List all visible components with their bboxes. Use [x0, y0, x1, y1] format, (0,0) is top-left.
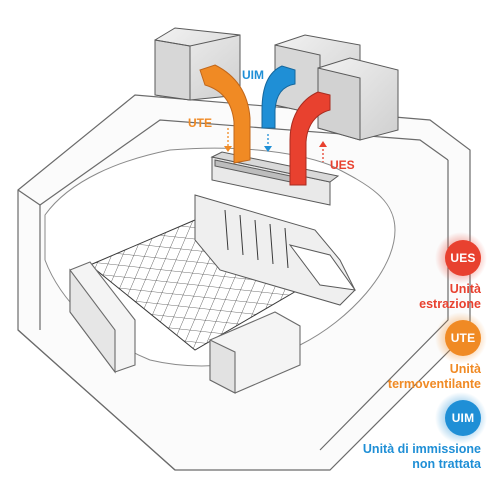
- uim-description-line2: non trattata: [412, 457, 481, 471]
- cooking-line: [194, 194, 357, 306]
- ute-description: Unità termoventilante: [388, 362, 481, 392]
- ute-duct: [199, 64, 251, 164]
- ues-description-line1: Unità: [449, 282, 481, 296]
- ute-arrowhead: [224, 146, 232, 152]
- ute-description-line1: Unità: [449, 362, 481, 376]
- ute-description-line2: termoventilante: [387, 377, 481, 391]
- uim-description-line1: Unità di immissione: [362, 442, 481, 456]
- uim-duct: [261, 65, 296, 129]
- uim-badge: UIM: [445, 400, 481, 436]
- legend-ute: UTE Unità termoventilante: [388, 320, 481, 392]
- ute-badge: UTE: [445, 320, 481, 356]
- rooftop-unit-right: [317, 57, 399, 141]
- uim-label: UIM: [242, 68, 264, 82]
- uim-arrowhead: [264, 146, 272, 152]
- ues-description-line2: estrazione: [419, 297, 481, 311]
- front-counter: [69, 261, 301, 394]
- ues-arrowhead: [319, 141, 327, 147]
- legend-ues: UES Unità estrazione: [419, 240, 481, 312]
- ues-label: UES: [330, 158, 355, 172]
- ues-badge: UES: [445, 240, 481, 276]
- legend-uim: UIM Unità di immissione non trattata: [363, 400, 481, 472]
- ues-duct: [289, 91, 331, 186]
- ute-label: UTE: [188, 116, 212, 130]
- ues-description: Unità estrazione: [419, 282, 481, 312]
- uim-description: Unità di immissione non trattata: [363, 442, 481, 472]
